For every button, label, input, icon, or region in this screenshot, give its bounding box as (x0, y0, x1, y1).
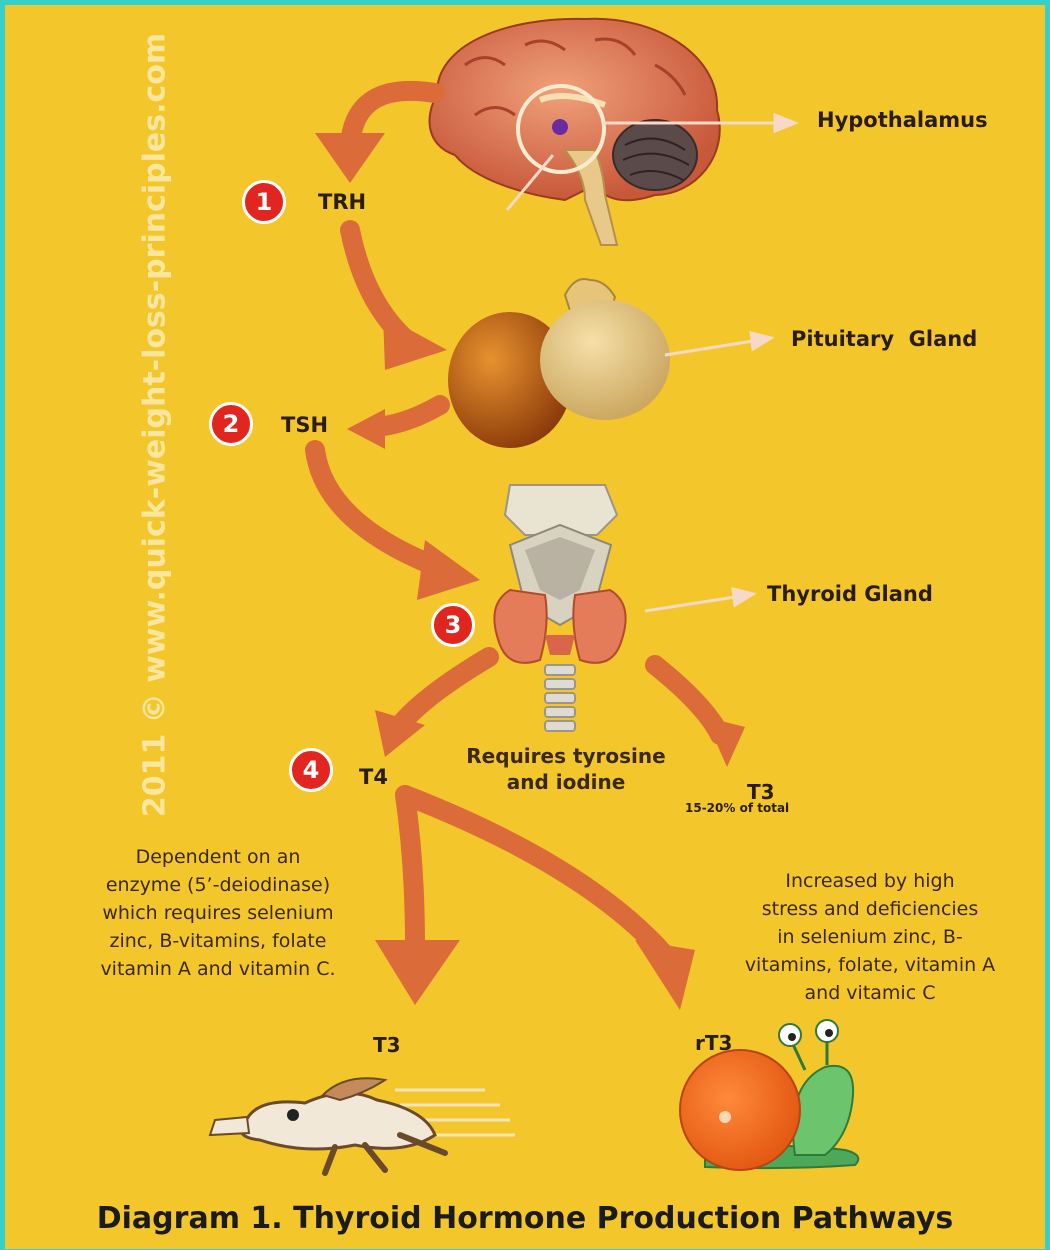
diagram-caption: Diagram 1. Thyroid Hormone Production Pa… (5, 1201, 1045, 1236)
step-3-badge: 3 (431, 603, 475, 647)
tsh-label: TSH (281, 413, 328, 437)
step-1-badge: 1 (242, 180, 286, 224)
watermark: 2011 © www.quick-weight-loss-principles.… (138, 33, 173, 817)
hypothalamus-label: Hypothalamus (817, 108, 988, 132)
rt3-output-label: rT3 (695, 1031, 732, 1055)
t4-label: T4 (359, 765, 388, 789)
pituitary-illustration (448, 279, 670, 448)
brain-illustration (430, 19, 720, 245)
trh-label: TRH (318, 190, 366, 214)
reverse-t3-note: Increased by high stress and deficiencie… (695, 867, 1045, 1007)
thyroid-requirements-note: Requires tyrosine and iodine (441, 743, 691, 795)
thyroid-gland-label: Thyroid Gland (767, 582, 933, 606)
direct-t3-percentage: 15-20% of total (685, 801, 789, 815)
step-2-badge: 2 (209, 402, 253, 446)
deiodinase-note: Dependent on an enzyme (5’-deiodinase) w… (43, 843, 393, 983)
t3-output-label: T3 (373, 1033, 401, 1057)
step-4-badge: 4 (289, 748, 333, 792)
running-dog-illustration (210, 1078, 515, 1173)
thyroid-illustration (494, 485, 625, 731)
pituitary-gland-label: Pituitary Gland (791, 327, 977, 351)
